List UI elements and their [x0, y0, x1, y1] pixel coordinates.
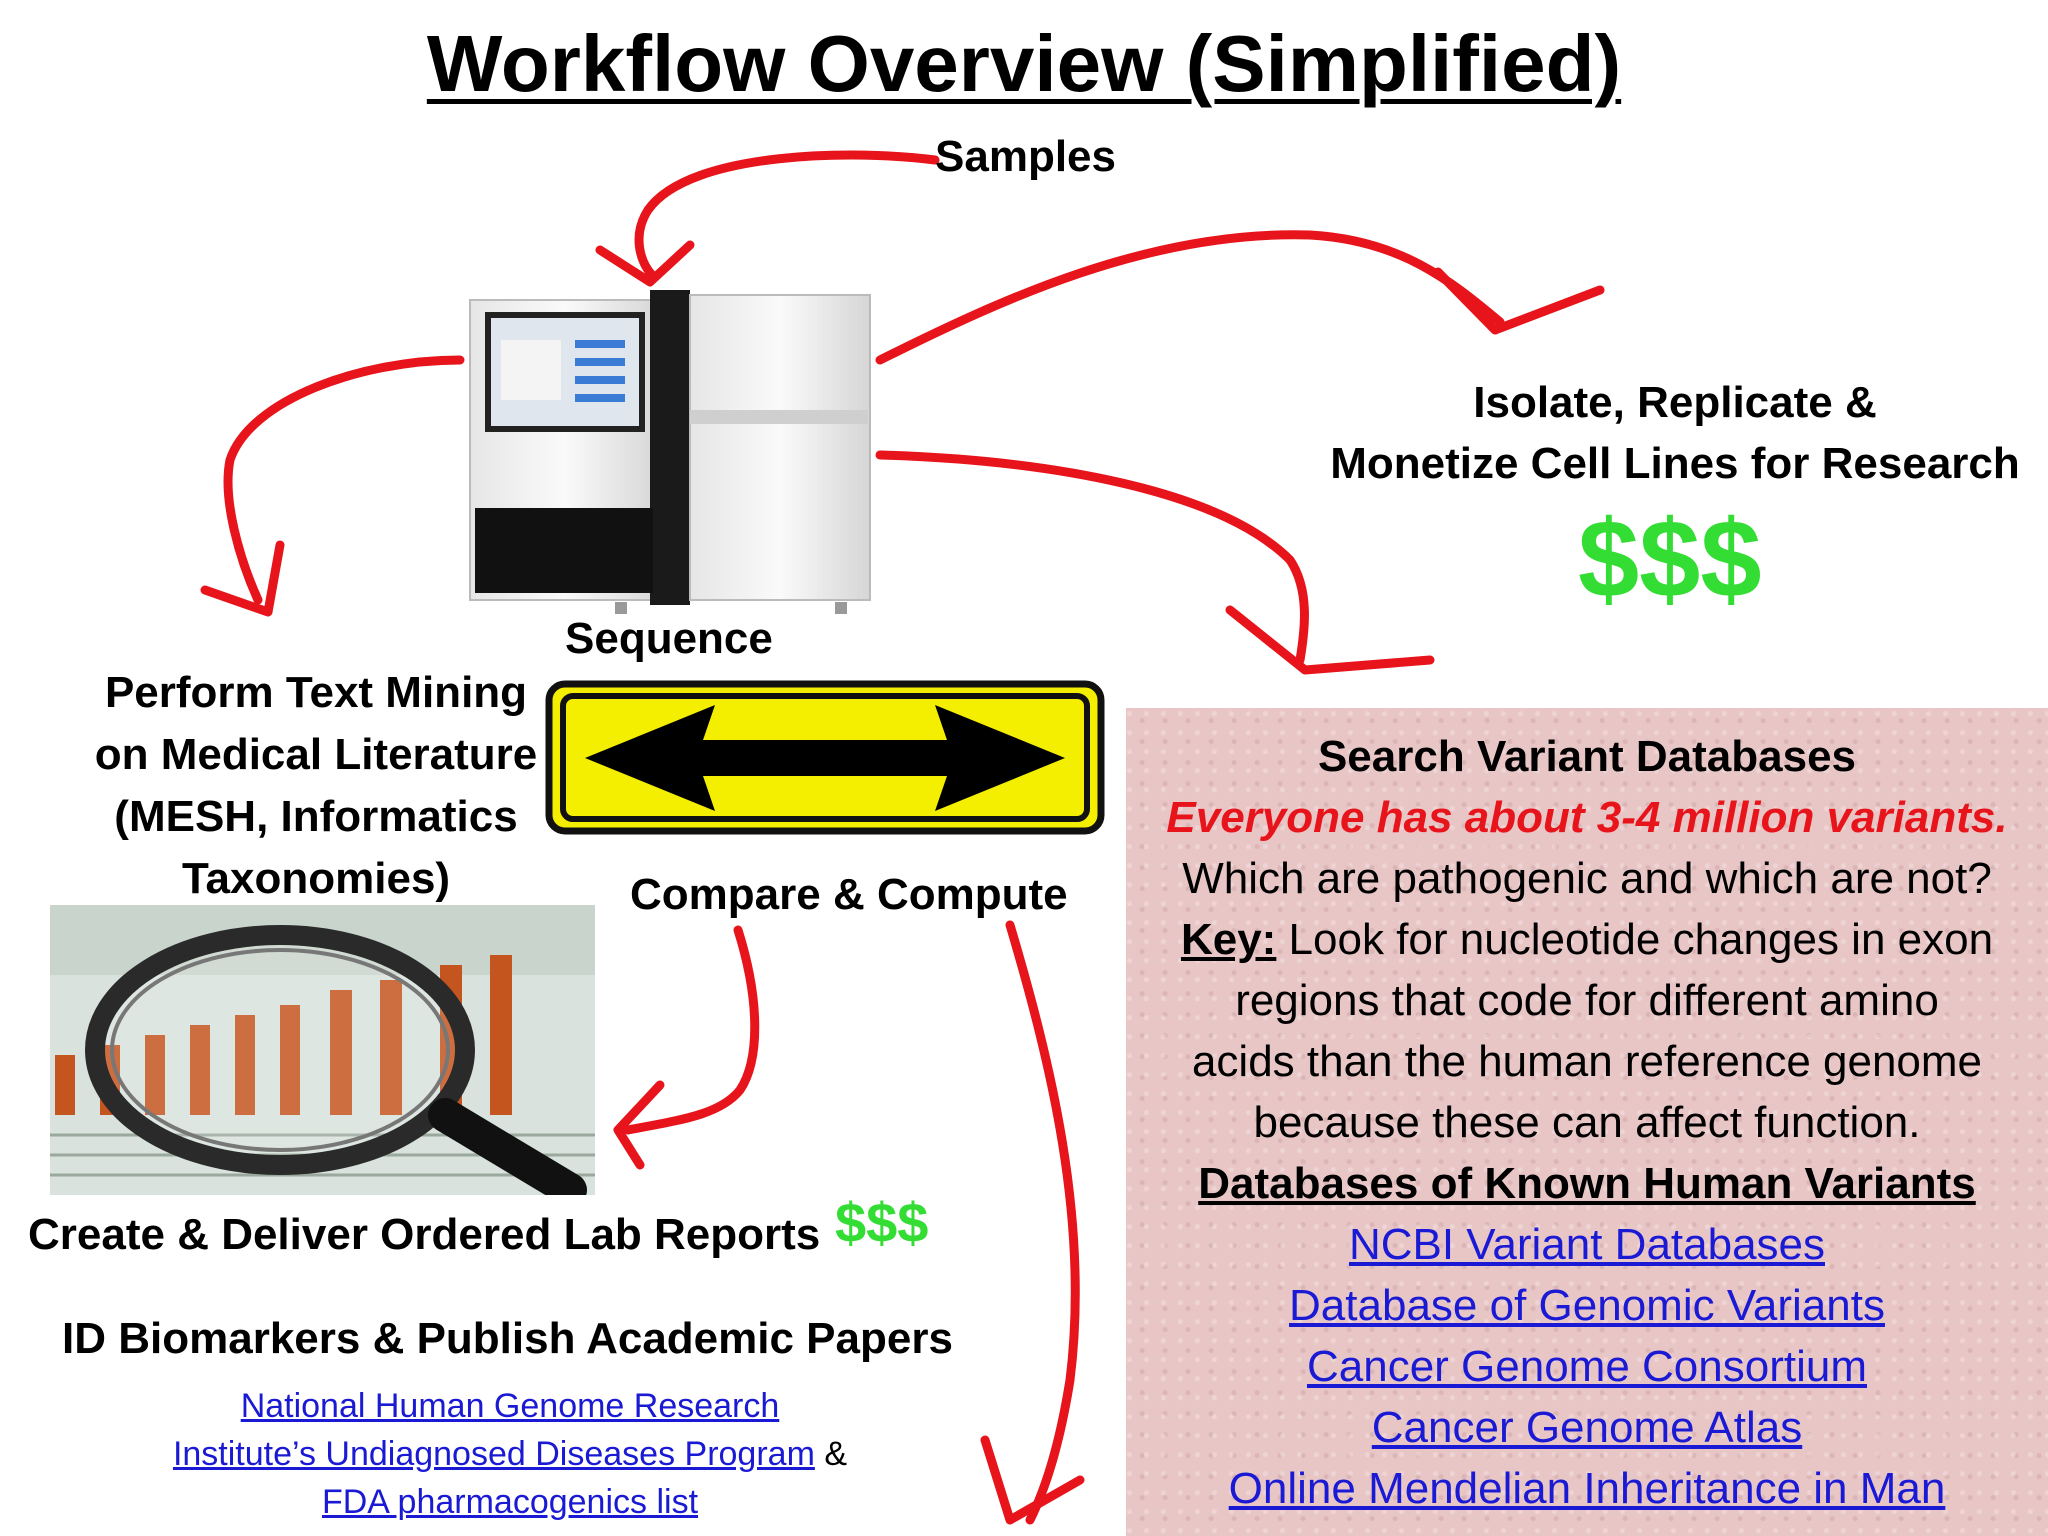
arrow-samples-to-sequencer — [634, 150, 940, 280]
panel-question: Which are pathogenic and which are not? — [1182, 854, 1992, 903]
reports-money: $$$ — [835, 1191, 929, 1254]
arrow-sequencer-to-isolate — [875, 230, 1505, 365]
reports-label: Create & Deliver Ordered Lab Reports — [28, 1210, 821, 1259]
text-mining-label: Perform Text Mining on Medical Literatur… — [78, 662, 554, 910]
variant-database-panel: Search Variant Databases Everyone has ab… — [1126, 708, 2048, 1536]
cancer-genome-atlas-link[interactable]: Cancer Genome Atlas — [1371, 1403, 1803, 1452]
arrow-variants-head — [1225, 605, 1435, 675]
arrow-sequencer-to-variants — [875, 450, 1309, 665]
key-label: Key: — [1180, 915, 1277, 964]
compare-label: Compare & Compute — [630, 870, 1068, 919]
magnifying-glass-chart-icon — [50, 905, 595, 1207]
isolate-line: Isolate, Replicate & — [1473, 378, 1877, 427]
panel-heading: Search Variant Databases — [1317, 732, 1857, 781]
double-arrow-sign-icon — [545, 680, 1105, 835]
arrow-compare-to-reports — [623, 925, 760, 1135]
isolate-line: Monetize Cell Lines for Research — [1330, 439, 2020, 488]
genomic-variants-link[interactable]: Database of Genomic Variants — [1289, 1281, 1885, 1330]
biomarker-links: National Human Genome Research Institute… — [60, 1382, 960, 1526]
isolate-money: $$$ — [1578, 498, 1762, 621]
ampersand: & — [824, 1435, 848, 1473]
arrow-isolate-head — [1433, 267, 1605, 335]
panel-line: regions that code for different amino — [1235, 976, 1939, 1025]
panel-highlight: Everyone has about 3-4 million variants. — [1166, 793, 2008, 842]
key-text: Look for nucleotide changes in exon — [1276, 915, 1994, 964]
text-mining-line: Taxonomies) — [181, 854, 451, 903]
arrow-reports-head — [613, 1080, 665, 1170]
text-mining-line: Perform Text Mining — [104, 668, 528, 717]
panel-line: because these can affect function. — [1253, 1098, 1921, 1147]
biomarkers-label: ID Biomarkers & Publish Academic Papers — [62, 1314, 953, 1363]
ncbi-variant-link[interactable]: NCBI Variant Databases — [1348, 1220, 1826, 1269]
panel-key: Key: Look for nucleotide changes in exon — [1126, 909, 2048, 970]
cancer-genome-consortium-link[interactable]: Cancer Genome Consortium — [1306, 1342, 1867, 1391]
omim-link[interactable]: Online Mendelian Inheritance in Man — [1228, 1464, 1946, 1513]
page-title: Workflow Overview (Simplified) — [426, 19, 1622, 108]
arrow-sequencer-to-textmining — [223, 355, 465, 605]
sequencer-machine-icon — [465, 290, 875, 620]
arrow-textmining-head — [200, 540, 285, 617]
isolate-label: Isolate, Replicate & Monetize Cell Lines… — [1310, 372, 2040, 494]
arrow-samples-head — [595, 240, 695, 287]
arrow-compare-to-biomarkers — [1005, 920, 1080, 1525]
fda-pharmacogenics-link[interactable]: FDA pharmacogenics list — [321, 1483, 699, 1521]
text-mining-line: (MESH, Informatics — [114, 792, 518, 841]
sequence-label: Sequence — [565, 614, 773, 663]
nhgri-link[interactable]: National Human Genome Research — [240, 1387, 780, 1425]
text-mining-line: on Medical Literature — [94, 730, 538, 779]
db-heading: Databases of Known Human Variants — [1198, 1159, 1976, 1208]
samples-label: Samples — [935, 132, 1116, 181]
arrow-biomarkers-head — [980, 1435, 1085, 1525]
undiagnosed-diseases-link[interactable]: Institute’s Undiagnosed Diseases Program — [172, 1435, 815, 1473]
panel-line: acids than the human reference genome — [1191, 1037, 1983, 1086]
